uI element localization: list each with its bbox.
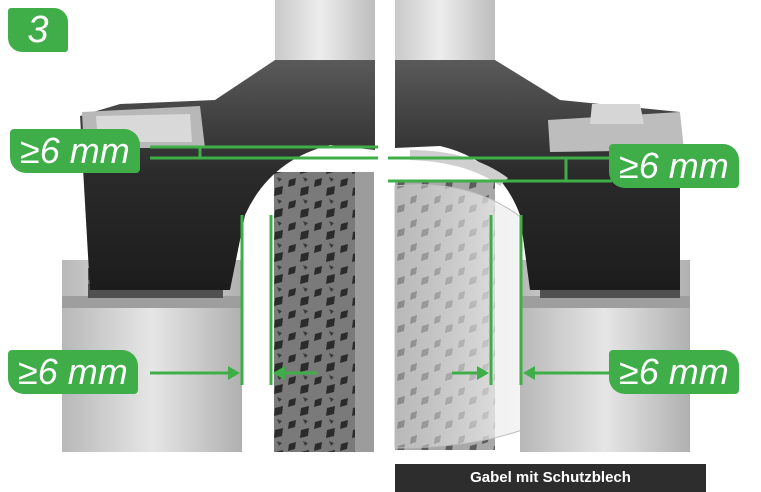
clearance-label-bottom-right: ≥6 mm — [609, 350, 739, 394]
measurement-arrowheads — [228, 366, 535, 380]
clearance-label-top-right: ≥6 mm — [609, 144, 739, 188]
clearance-label-top-left: ≥6 mm — [10, 129, 140, 173]
left-half-fork — [62, 0, 375, 452]
fender-caption: Gabel mit Schutzblech — [395, 464, 706, 492]
measurement-lines — [150, 145, 612, 385]
split-divider — [376, 0, 395, 492]
right-half-fork — [394, 0, 690, 452]
clearance-label-bottom-left: ≥6 mm — [8, 350, 138, 394]
step-number-badge: 3 — [8, 8, 68, 52]
